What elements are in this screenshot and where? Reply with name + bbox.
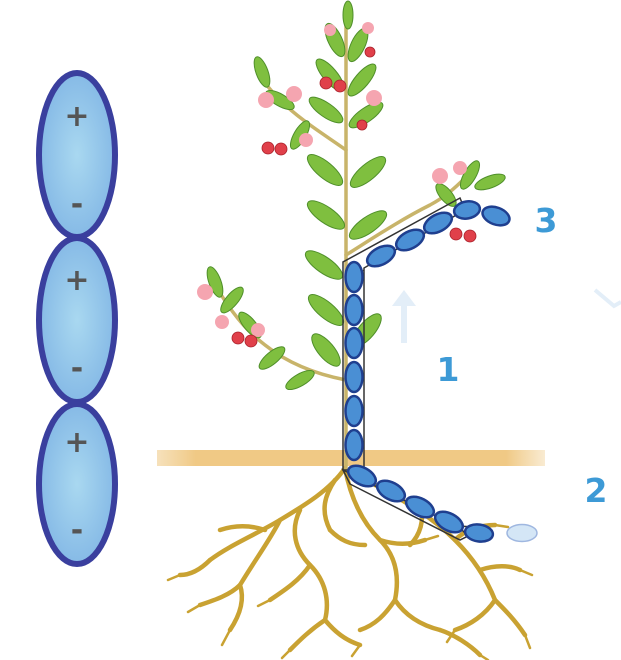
label-2: 2 bbox=[585, 471, 608, 510]
xylem-water-column bbox=[341, 196, 538, 543]
root-hairs bbox=[166, 523, 534, 660]
plus-sign: + bbox=[64, 425, 89, 460]
plus-sign: + bbox=[64, 263, 89, 298]
minus-sign: - bbox=[71, 187, 83, 222]
dipole-molecule: + - bbox=[36, 401, 118, 567]
dipole-molecule: + - bbox=[36, 235, 118, 405]
label-3: 3 bbox=[535, 201, 558, 240]
dipole-molecule-stack: + - + - + - bbox=[36, 70, 118, 567]
minus-sign: - bbox=[71, 513, 83, 548]
faint-right-arrow bbox=[593, 288, 621, 309]
dipole-molecule: + - bbox=[36, 70, 118, 240]
faint-up-arrow bbox=[392, 290, 416, 343]
label-1: 1 bbox=[437, 350, 460, 389]
minus-sign: - bbox=[71, 351, 83, 386]
flowers bbox=[197, 22, 467, 337]
root-system bbox=[177, 465, 528, 658]
right-branch bbox=[344, 176, 467, 257]
plant bbox=[197, 0, 506, 472]
free-water-molecule bbox=[506, 523, 538, 543]
leaves bbox=[206, 0, 506, 391]
plus-sign: + bbox=[64, 99, 89, 134]
berries bbox=[231, 46, 477, 348]
